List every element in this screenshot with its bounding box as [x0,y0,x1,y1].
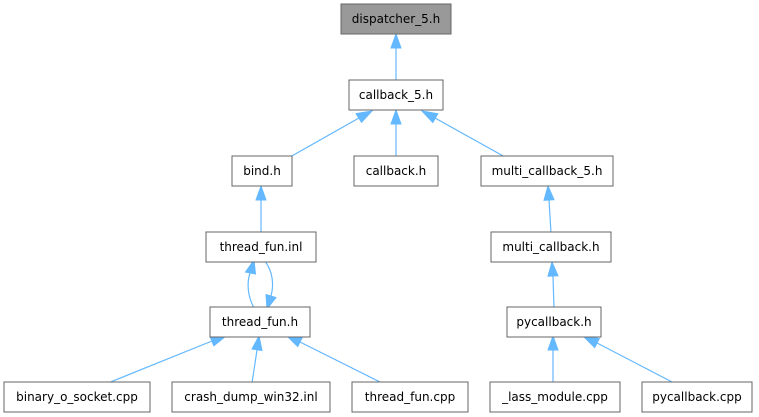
node-binary-o-socket-cpp[interactable]: binary_o_socket.cpp [3,381,151,413]
edge-pycallback-cpp-to-pycallback-h [581,335,675,384]
edge-thread-fun-h-to-thread-fun-inl [244,258,257,309]
edge-multi-callback-5-to-callback-5 [420,110,506,158]
edge-lass-module-to-pycallback-h [547,334,559,383]
node-dispatcher-5-h[interactable]: dispatcher_5.h [340,3,452,35]
node-label: _lass_module.cpp [501,390,608,404]
graph-edges [107,32,675,384]
edge-callback-5-to-dispatcher-5 [390,32,402,80]
node-label: multi_callback_5.h [492,164,603,178]
node-label: bind.h [243,164,281,178]
node-thread-fun-cpp[interactable]: thread_fun.cpp [351,381,469,413]
edge-thread-fun-cpp-to-thread-fun-h [285,335,383,384]
node-label: pycallback.cpp [652,390,742,404]
node-crash-dump-win32-inl[interactable]: crash_dump_win32.inl [171,381,331,413]
edge-binary-o-socket-to-thread-fun-h [107,335,228,384]
node-lass-module-cpp[interactable]: _lass_module.cpp [489,381,621,413]
node-bind-h[interactable]: bind.h [231,155,293,187]
node-thread-fun-h[interactable]: thread_fun.h [209,306,311,338]
edge-thread-fun-inl-to-thread-fun-h [264,260,277,311]
node-callback-5-h[interactable]: callback_5.h [348,79,444,111]
edge-pycallback-h-to-multi-callback [547,260,559,310]
edge-multi-callback-to-multi-callback-5 [543,184,555,234]
node-label: callback.h [366,164,427,178]
node-label: binary_o_socket.cpp [16,390,138,404]
node-multi-callback-h[interactable]: multi_callback.h [490,231,612,263]
node-callback-h[interactable]: callback.h [353,155,439,187]
edge-crash-dump-to-thread-fun-h [251,334,263,384]
edge-bind-to-callback-5 [289,110,374,158]
node-pycallback-cpp[interactable]: pycallback.cpp [641,381,753,413]
node-label: thread_fun.inl [220,240,303,254]
graph-nodes: dispatcher_5.h callback_5.h bind.h callb… [3,3,753,413]
node-pycallback-h[interactable]: pycallback.h [506,306,602,338]
edge-callback-to-callback-5 [390,108,402,157]
node-label: thread_fun.h [222,315,298,329]
node-label: multi_callback.h [502,240,599,254]
node-label: thread_fun.cpp [365,390,455,404]
node-thread-fun-inl[interactable]: thread_fun.inl [205,231,317,263]
edge-thread-fun-inl-to-bind [255,184,267,233]
node-label: dispatcher_5.h [352,12,440,26]
node-label: crash_dump_win32.inl [184,390,317,404]
node-label: callback_5.h [359,88,433,102]
node-multi-callback-5-h[interactable]: multi_callback_5.h [480,155,614,187]
node-label: pycallback.h [516,315,591,329]
